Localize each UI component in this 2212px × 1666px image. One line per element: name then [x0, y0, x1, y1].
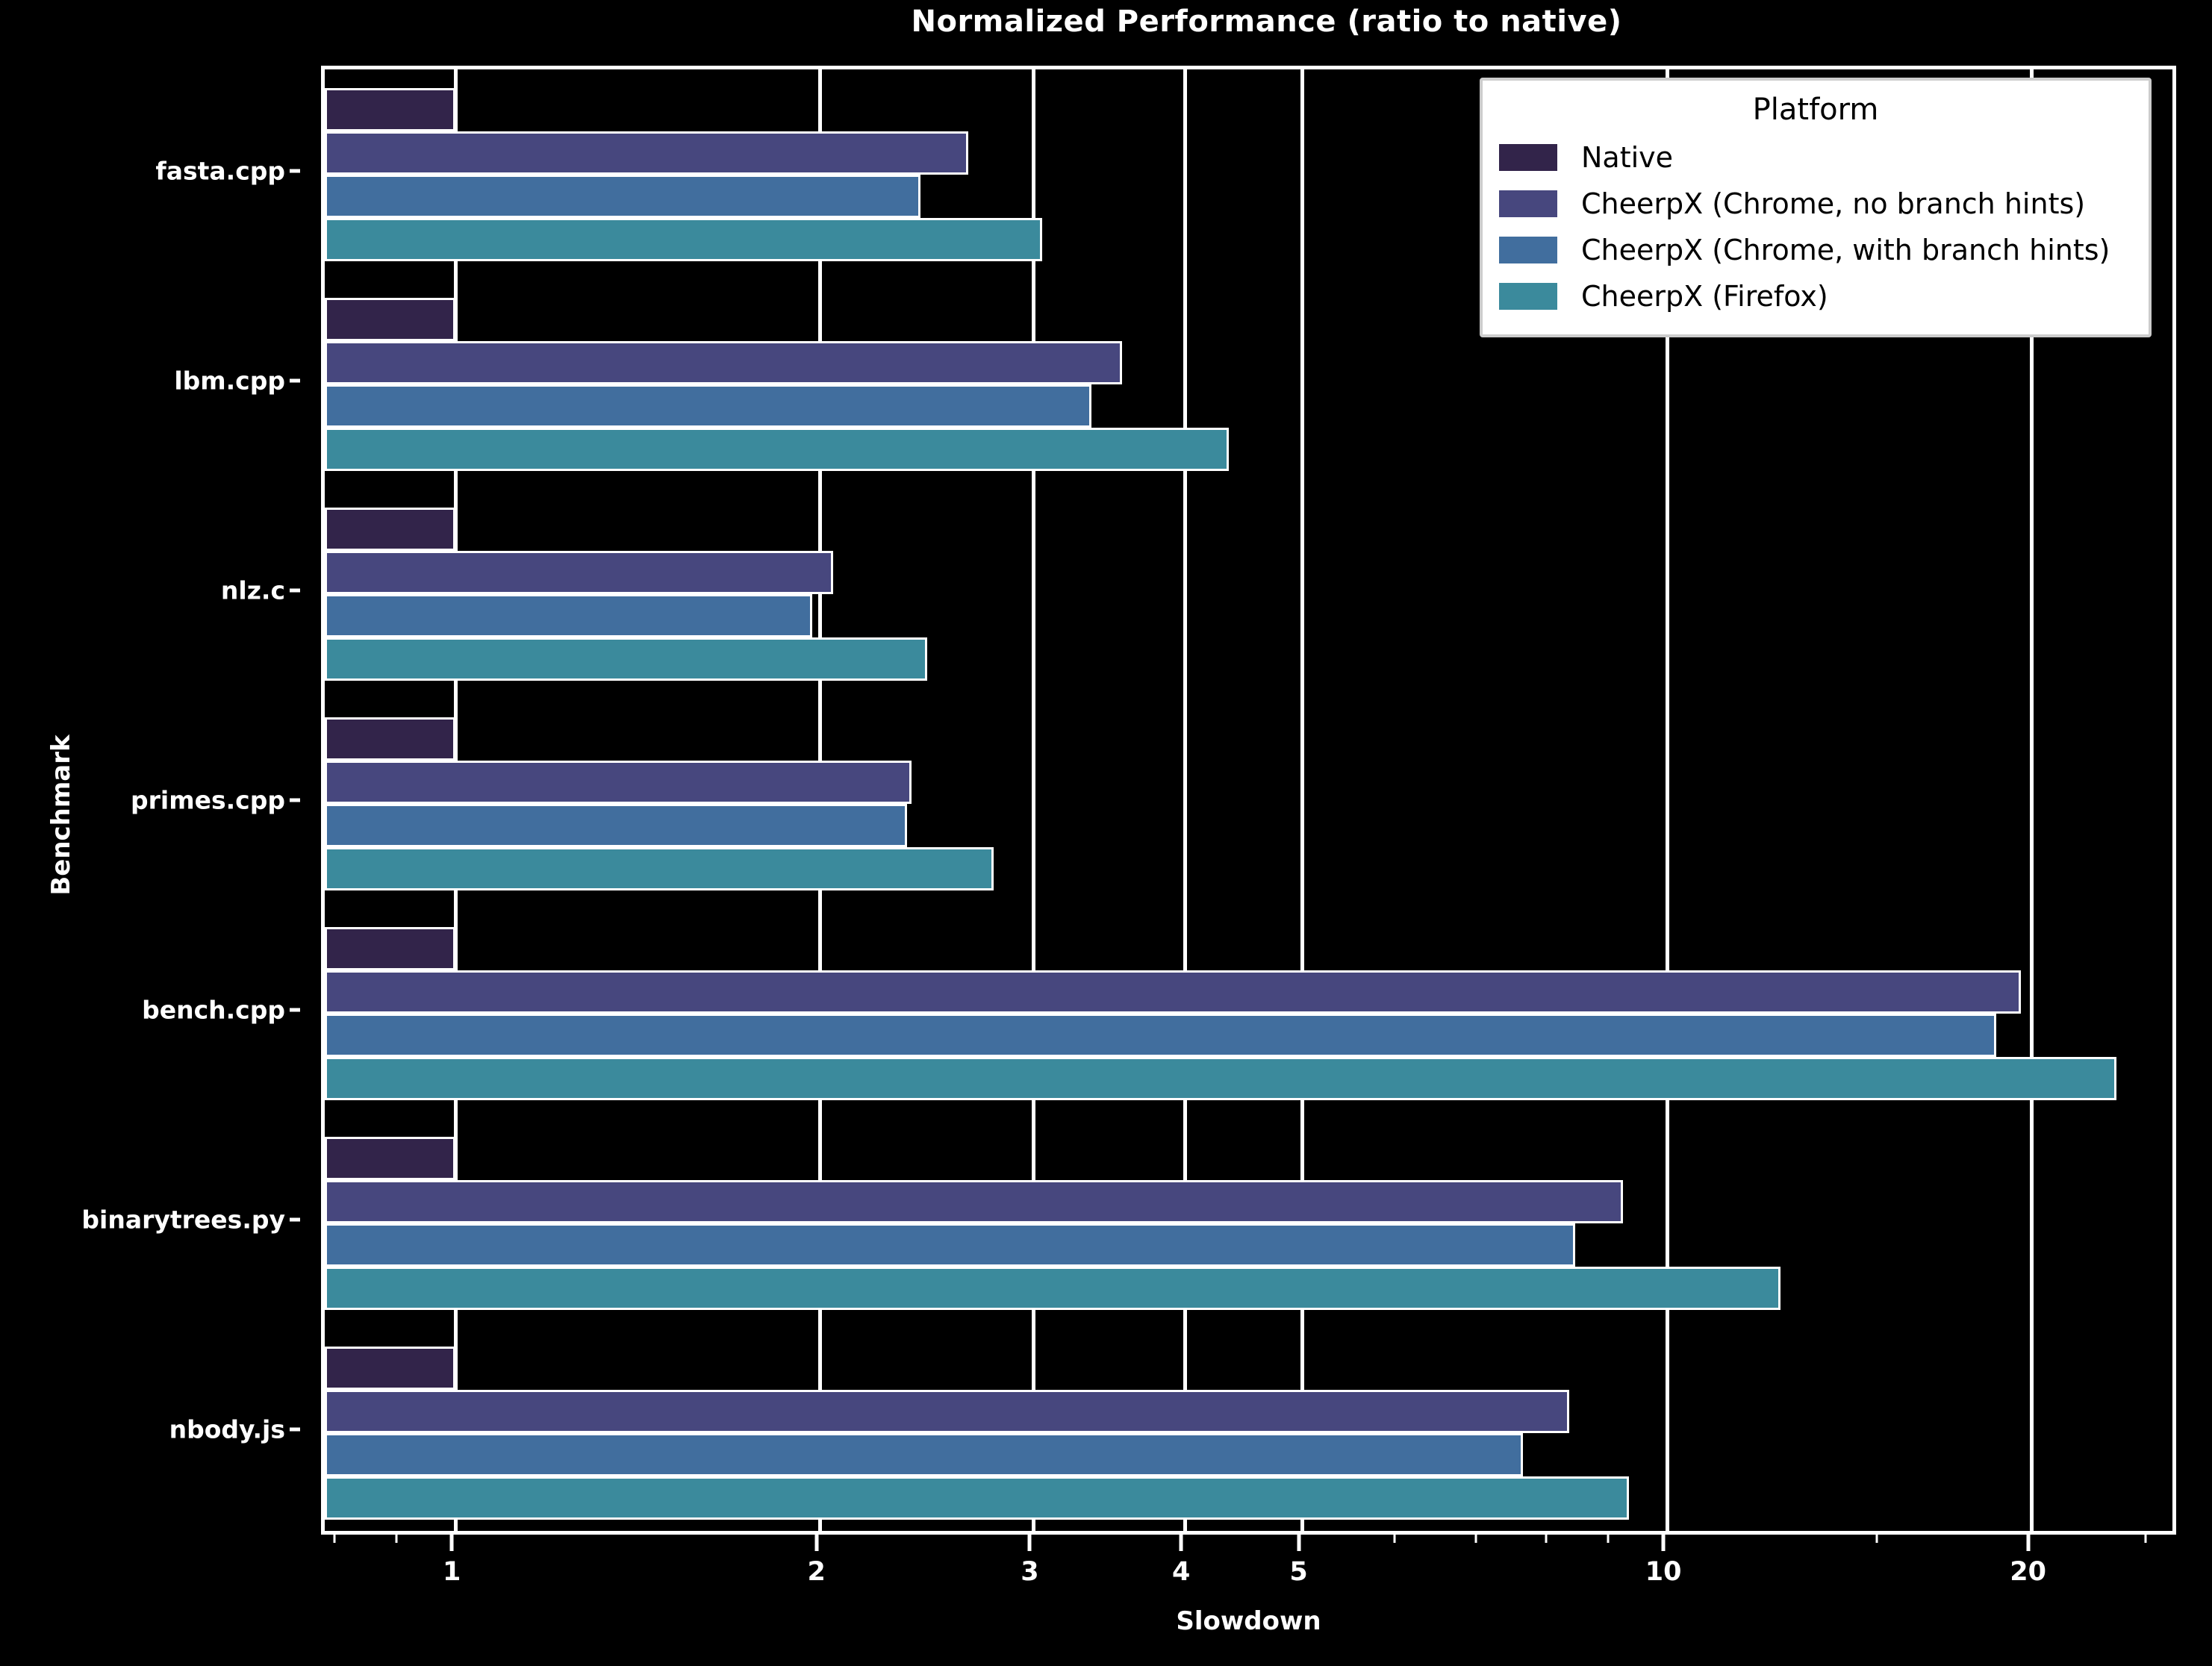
x-tick-label-1: 1 — [442, 1557, 461, 1587]
x-tick-minor-8 — [1545, 1535, 1548, 1543]
x-tick-mark-5 — [1297, 1535, 1301, 1551]
gridline-x-3 — [1031, 69, 1035, 1531]
x-tick-mark-2 — [814, 1535, 819, 1551]
y-tick-mark — [290, 169, 300, 173]
bar-nlz-c-cheerpx-chrome-no-branch-hints- — [325, 550, 834, 594]
y-tick-mark — [290, 378, 300, 383]
x-tick-mark-10 — [1661, 1535, 1666, 1551]
bar-lbm-cpp-cheerpx-firefox- — [325, 427, 1230, 471]
bar-binarytrees-py-native — [325, 1137, 456, 1181]
bar-lbm-cpp-cheerpx-chrome-no-branch-hints- — [325, 340, 1123, 384]
bar-fasta-cpp-cheerpx-firefox- — [325, 217, 1043, 261]
y-tick-label-bench-cpp: bench.cpp — [142, 995, 285, 1025]
bar-nbody-js-cheerpx-chrome-with-branch-hints- — [325, 1433, 1523, 1477]
legend-item-label: CheerpX (Chrome, with branch hints) — [1581, 234, 2110, 266]
bar-nbody-js-cheerpx-chrome-no-branch-hints- — [325, 1390, 1569, 1434]
bar-nbody-js-native — [325, 1347, 456, 1391]
x-tick-minor-7 — [1474, 1535, 1477, 1543]
bar-bench-cpp-cheerpx-chrome-no-branch-hints- — [325, 970, 2022, 1014]
page-title: Normalized Performance (ratio to native) — [911, 4, 1622, 39]
bar-nlz-c-cheerpx-firefox- — [325, 637, 927, 681]
y-tick-label-lbm-cpp: lbm.cpp — [174, 366, 285, 396]
y-tick-mark — [290, 1217, 300, 1222]
x-tick-label-2: 2 — [807, 1557, 826, 1587]
x-tick-minor-0.9 — [395, 1535, 398, 1543]
legend-item-cheerpx-firefox-[interactable]: CheerpX (Firefox) — [1499, 273, 2132, 319]
bar-nbody-js-cheerpx-firefox- — [325, 1476, 1629, 1520]
bar-fasta-cpp-native — [325, 87, 456, 131]
x-tick-minor-15 — [1875, 1535, 1878, 1543]
y-tick-mark — [290, 1008, 300, 1012]
x-tick-minor-6 — [1393, 1535, 1396, 1543]
x-tick-minor-9 — [1607, 1535, 1610, 1543]
legend-item-cheerpx-chrome-with-branch-hints-[interactable]: CheerpX (Chrome, with branch hints) — [1499, 227, 2132, 273]
gridline-x-10 — [1665, 69, 1669, 1531]
bar-primes-cpp-native — [325, 717, 456, 761]
legend-item-label: CheerpX (Chrome, no branch hints) — [1581, 187, 2086, 220]
y-axis-tick-container: fasta.cpp lbm.cpp nlz.c primes.cpp bench.cpp… — [0, 66, 306, 1535]
x-axis-tick-container: 1 2 3 4 5 10 20 — [321, 1535, 2176, 1617]
legend-item-label: Native — [1581, 141, 1674, 174]
x-tick-mark-20 — [2026, 1535, 2031, 1551]
x-tick-label-3: 3 — [1021, 1557, 1039, 1587]
y-tick-mark — [290, 588, 300, 593]
x-tick-mark-1 — [449, 1535, 454, 1551]
bar-primes-cpp-cheerpx-firefox- — [325, 847, 994, 890]
x-tick-mark-4 — [1179, 1535, 1183, 1551]
y-tick-label-nlz-c: nlz.c — [220, 575, 285, 605]
x-tick-label-4: 4 — [1172, 1557, 1191, 1587]
bar-bench-cpp-cheerpx-chrome-with-branch-hints- — [325, 1014, 1997, 1058]
y-tick-label-primes-cpp: primes.cpp — [131, 785, 285, 815]
gridline-x-4 — [1183, 69, 1187, 1531]
x-axis-label: Slowdown — [1176, 1606, 1321, 1636]
x-tick-minor-25 — [2144, 1535, 2147, 1543]
legend-swatch-icon — [1499, 237, 1557, 263]
bar-bench-cpp-cheerpx-firefox- — [325, 1057, 2117, 1101]
y-tick-mark — [290, 1427, 300, 1432]
bar-fasta-cpp-cheerpx-chrome-no-branch-hints- — [325, 131, 969, 175]
y-tick-label-nbody-js: nbody.js — [169, 1414, 285, 1444]
bar-lbm-cpp-native — [325, 297, 456, 341]
bar-fasta-cpp-cheerpx-chrome-with-branch-hints- — [325, 174, 921, 218]
bar-bench-cpp-native — [325, 927, 456, 971]
bar-primes-cpp-cheerpx-chrome-no-branch-hints- — [325, 761, 912, 804]
legend-item-cheerpx-chrome-no-branch-hints-[interactable]: CheerpX (Chrome, no branch hints) — [1499, 181, 2132, 227]
x-tick-label-10: 10 — [1645, 1557, 1682, 1587]
gridline-x-20 — [2030, 69, 2034, 1531]
legend-item-label: CheerpX (Firefox) — [1581, 280, 1828, 313]
x-tick-minor-0.8 — [333, 1535, 336, 1543]
bar-lbm-cpp-cheerpx-chrome-with-branch-hints- — [325, 384, 1092, 428]
bar-primes-cpp-cheerpx-chrome-with-branch-hints- — [325, 804, 908, 847]
bar-binarytrees-py-cheerpx-chrome-no-branch-hints- — [325, 1180, 1624, 1224]
bar-nlz-c-cheerpx-chrome-with-branch-hints- — [325, 593, 813, 637]
y-tick-mark — [290, 798, 300, 802]
legend-item-native[interactable]: Native — [1499, 134, 2132, 181]
legend-swatch-icon — [1499, 144, 1557, 171]
y-tick-label-fasta-cpp: fasta.cpp — [155, 156, 285, 186]
x-tick-mark-3 — [1027, 1535, 1032, 1551]
bar-binarytrees-py-cheerpx-firefox- — [325, 1267, 1780, 1311]
bar-nlz-c-native — [325, 507, 456, 551]
legend-swatch-icon — [1499, 283, 1557, 310]
legend-swatch-icon — [1499, 190, 1557, 217]
gridline-x-5 — [1300, 69, 1305, 1531]
x-tick-label-20: 20 — [2010, 1557, 2046, 1587]
legend-title: Platform — [1752, 93, 1879, 127]
y-tick-label-binarytrees-py: binarytrees.py — [81, 1205, 285, 1235]
bar-binarytrees-py-cheerpx-chrome-with-branch-hints- — [325, 1223, 1576, 1267]
x-tick-label-5: 5 — [1289, 1557, 1308, 1587]
